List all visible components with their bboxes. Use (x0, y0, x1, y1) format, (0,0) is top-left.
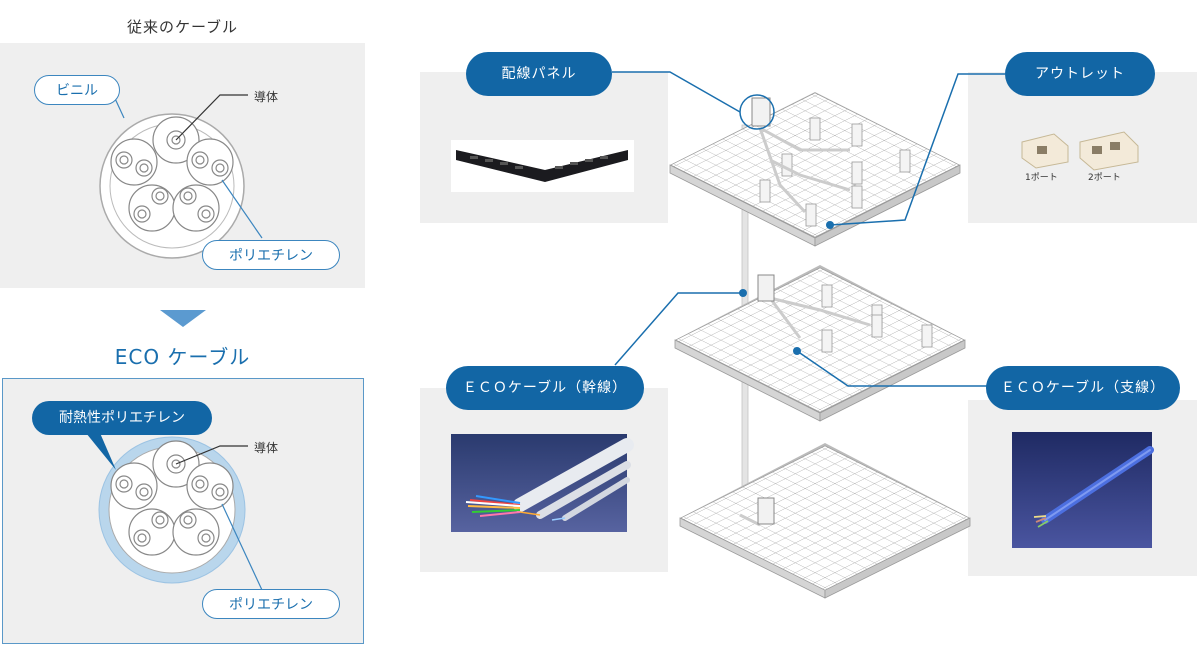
eco-conductor-label: 導体 (254, 441, 279, 455)
vinyl-label: ビニル (34, 75, 120, 105)
eco-branch-label: ＥＣＯケーブル（支線） (986, 366, 1180, 410)
eco-cable-cross-section (98, 436, 263, 591)
eco-branch-cable-image (1012, 432, 1154, 548)
eco-cable-caption: ECO ケーブル (114, 345, 251, 369)
eco-trunk-label: ＥＣＯケーブル（幹線） (446, 366, 644, 410)
leader-lines (612, 71, 1005, 387)
heat-resistant-polyethylene-label: 耐熱性ポリエチレン (32, 401, 212, 435)
eco-polyethylene-label: ポリエチレン (202, 589, 340, 619)
outlet-2port-label: 2ポート (1088, 173, 1121, 183)
patch-panel-image (451, 140, 634, 192)
eco-trunk-cable-image (451, 434, 634, 532)
patch-panel-label: 配線パネル (466, 52, 612, 96)
floor-middle (674, 265, 966, 422)
conventional-cable-cross-section (99, 91, 263, 259)
outlet-label: アウトレット (1005, 52, 1155, 96)
floor-bottom (679, 443, 971, 599)
outlet-images (1021, 131, 1139, 171)
outlet-1port-label: 1ポート (1025, 173, 1058, 183)
conventional-cable-caption: 従来のケーブル (126, 18, 239, 36)
conductor-label: 導体 (254, 90, 279, 104)
down-arrow (160, 310, 206, 327)
floor-top (669, 92, 961, 247)
polyethylene-label: ポリエチレン (202, 240, 340, 270)
